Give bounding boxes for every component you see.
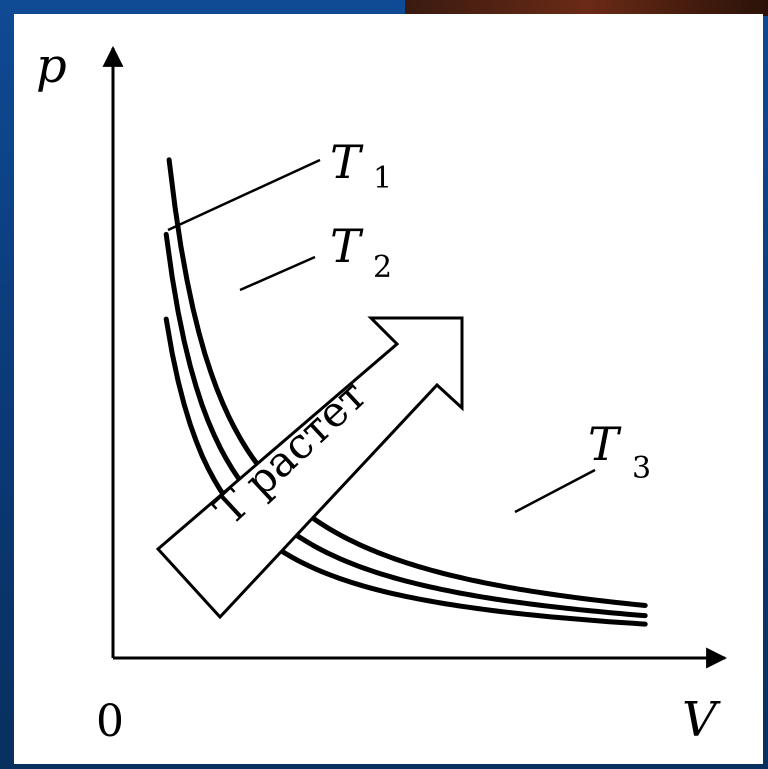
y-axis-label: p (36, 38, 67, 94)
arrow-shape (155, 316, 464, 620)
leader-line-t3 (514, 468, 596, 514)
legend-label-t3: T 3 (514, 417, 651, 514)
isotherm-curve-t3 (166, 157, 648, 608)
legend-label-t2: T 2 (239, 219, 392, 292)
leader-line-t1 (167, 158, 321, 232)
series-subscript-t3: 3 (632, 451, 651, 486)
temperature-rise-arrow: T растет (155, 316, 464, 620)
x-axis-label: V (682, 692, 721, 748)
leader-line-t2 (239, 255, 316, 292)
series-label-t1: T (330, 135, 364, 189)
series-label-t3: T (588, 417, 622, 471)
series-subscript-t2: 2 (373, 250, 392, 285)
series-label-t2: T (330, 219, 364, 273)
top-photo-strip (405, 0, 768, 16)
origin-label: 0 (96, 696, 124, 747)
series-subscript-t1: 1 (373, 161, 392, 196)
legend-label-t1: T 1 (167, 135, 392, 232)
